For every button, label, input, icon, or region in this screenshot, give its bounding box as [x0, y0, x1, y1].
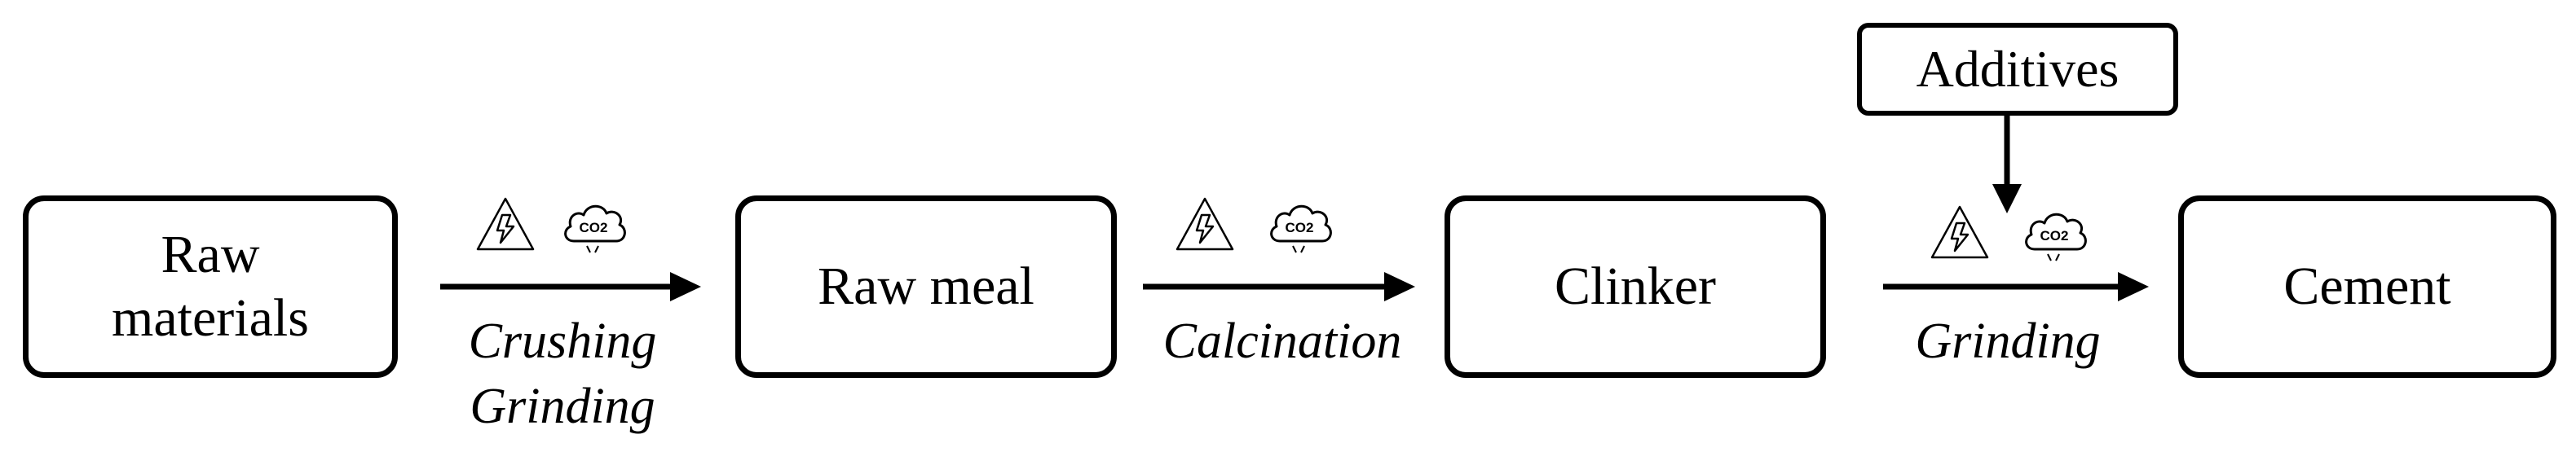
step-label-grinding-1: Grinding	[470, 379, 655, 434]
step-label-calcination: Calcination	[1162, 314, 1402, 369]
raw-meal-label: Raw meal	[818, 257, 1034, 316]
clinker-box: Clinker	[1445, 195, 1826, 378]
co2-label-3: CO2	[2040, 228, 2069, 244]
arrow-grinding	[1883, 272, 2149, 301]
clinker-label: Clinker	[1555, 257, 1716, 316]
step-label-grinding-2: Grinding	[1915, 314, 2101, 369]
co2-cloud-icon-1: CO2	[564, 204, 626, 253]
co2-label-2: CO2	[1286, 220, 1314, 235]
co2-label-1: CO2	[580, 220, 608, 235]
arrow-calcination	[1143, 272, 1415, 301]
cement-box: Cement	[2178, 195, 2556, 378]
co2-cloud-icon-2: CO2	[1270, 204, 1332, 253]
raw-materials-label: Raw materials	[112, 225, 309, 348]
arrow-additives	[1992, 116, 2022, 213]
cement-label: Cement	[2283, 257, 2451, 316]
raw-materials-box: Raw materials	[23, 195, 398, 378]
raw-meal-box: Raw meal	[735, 195, 1117, 378]
co2-cloud-icon-3: CO2	[2025, 213, 2087, 261]
arrow-crushing-grinding	[440, 272, 701, 301]
additives-label: Additives	[1916, 40, 2119, 98]
energy-icon-2	[1176, 197, 1234, 251]
step-label-crushing: Crushing	[468, 314, 657, 369]
energy-icon-3	[1930, 205, 1989, 259]
energy-icon-1	[476, 197, 535, 251]
additives-box: Additives	[1857, 23, 2178, 116]
